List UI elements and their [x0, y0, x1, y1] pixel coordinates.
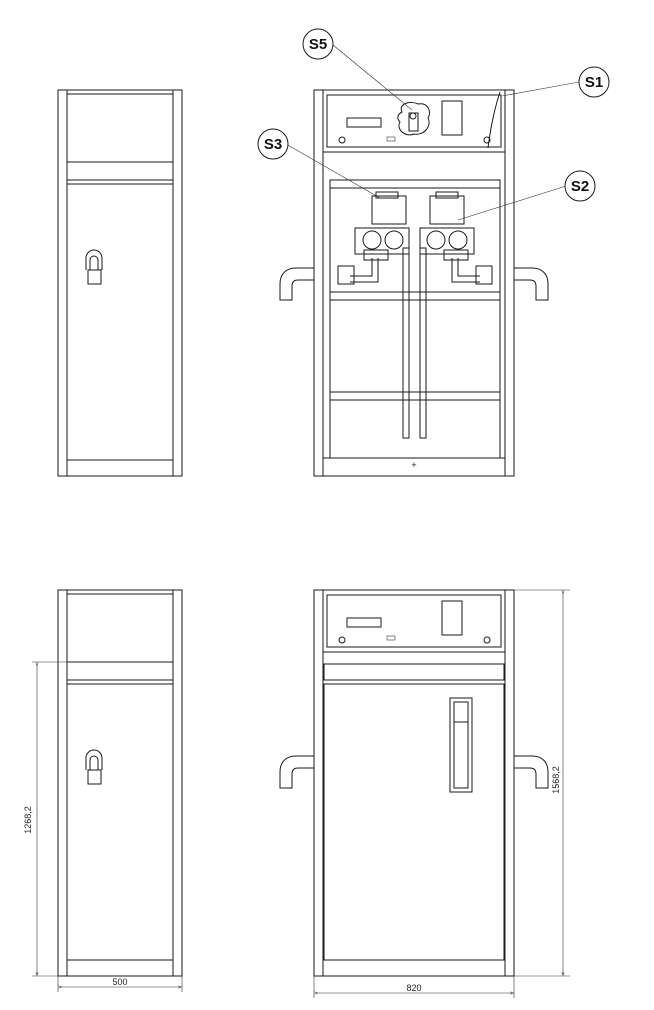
svg-text:+: +: [411, 460, 416, 470]
svg-text:S1: S1: [585, 74, 603, 91]
height-front-label: 1568,2: [551, 766, 561, 794]
front-view-open: +: [279, 89, 549, 477]
svg-text:S5: S5: [309, 36, 327, 53]
callout-s2: S2: [564, 170, 596, 202]
callout-s3: S3: [257, 128, 289, 160]
front-view-closed: 1568,2 820: [279, 589, 570, 998]
height-side-label: 1268,2: [23, 806, 33, 834]
door-handle: [449, 697, 473, 793]
handle: [85, 749, 103, 785]
side-view-bottom: 1268,2 500: [23, 589, 183, 992]
pump-left: [354, 191, 410, 261]
handle: [85, 249, 103, 285]
pump-right: [419, 191, 475, 261]
side-view-top: [57, 89, 183, 477]
callout-leaders: [285, 44, 580, 221]
callout-s5: S5: [302, 28, 334, 60]
width-side-label: 500: [112, 977, 127, 987]
svg-text:S3: S3: [264, 136, 282, 153]
svg-text:S2: S2: [571, 178, 589, 195]
width-front-label: 820: [406, 983, 421, 993]
callout-s1: S1: [578, 66, 610, 98]
